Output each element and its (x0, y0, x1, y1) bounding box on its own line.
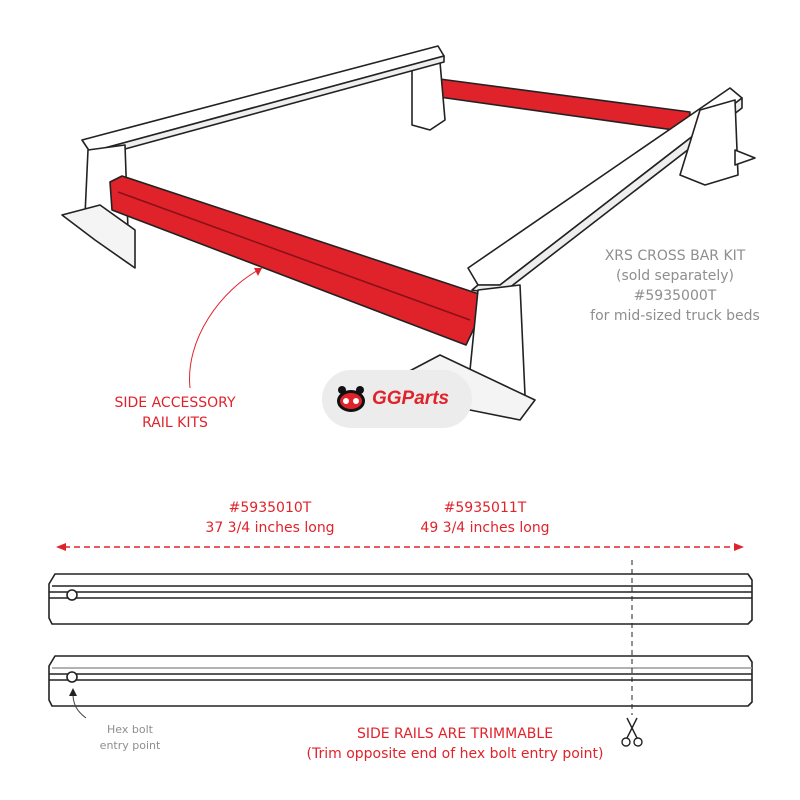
side-rails-label: SIDE ACCESSORY RAIL KITS (95, 393, 255, 433)
left-crossbar (81, 45, 445, 153)
trim-note-detail: (Trim opposite end of hex bolt entry poi… (306, 746, 604, 762)
rail-drawing-1 (48, 573, 753, 625)
product-part-number: #5935010T (228, 500, 312, 516)
crossbar-kit-fit: for mid-sized truck beds (590, 308, 760, 324)
scissors-icon (621, 717, 643, 747)
hex-bolt-line2: entry point (99, 739, 161, 752)
product-part-number: #5935011T (443, 500, 527, 516)
rear-side-rail (431, 77, 691, 133)
rear-right-upright (679, 99, 739, 186)
crossbar-kit-title: XRS CROSS BAR KIT (604, 248, 746, 264)
trim-note: SIDE RAILS ARE TRIMMABLE (Trim opposite … (280, 724, 630, 764)
rail-drawing-2 (48, 655, 753, 707)
crossbar-kit-part: #5935000T (633, 288, 717, 304)
side-rails-label-line1: SIDE ACCESSORY (114, 395, 236, 411)
product-short: #5935010T 37 3/4 inches long (170, 498, 370, 538)
front-side-rail (109, 175, 483, 346)
product-long: #5935011T 49 3/4 inches long (385, 498, 585, 538)
logo-text: GGParts (372, 388, 450, 409)
hex-bolt-label: Hex bolt entry point (80, 722, 180, 754)
side-rails-label-line2: RAIL KITS (142, 415, 208, 431)
mascot-icon (337, 386, 365, 412)
rear-left-upright (411, 61, 446, 131)
trim-note-title: SIDE RAILS ARE TRIMMABLE (356, 726, 554, 742)
crossbar-kit-label: XRS CROSS BAR KIT (sold separately) #593… (560, 246, 790, 326)
crossbar-kit-note: (sold separately) (616, 268, 734, 284)
ggparts-logo: GGParts (322, 370, 472, 428)
hex-bolt-line1: Hex bolt (107, 723, 153, 736)
product-length: 37 3/4 inches long (205, 520, 335, 536)
product-length: 49 3/4 inches long (420, 520, 550, 536)
